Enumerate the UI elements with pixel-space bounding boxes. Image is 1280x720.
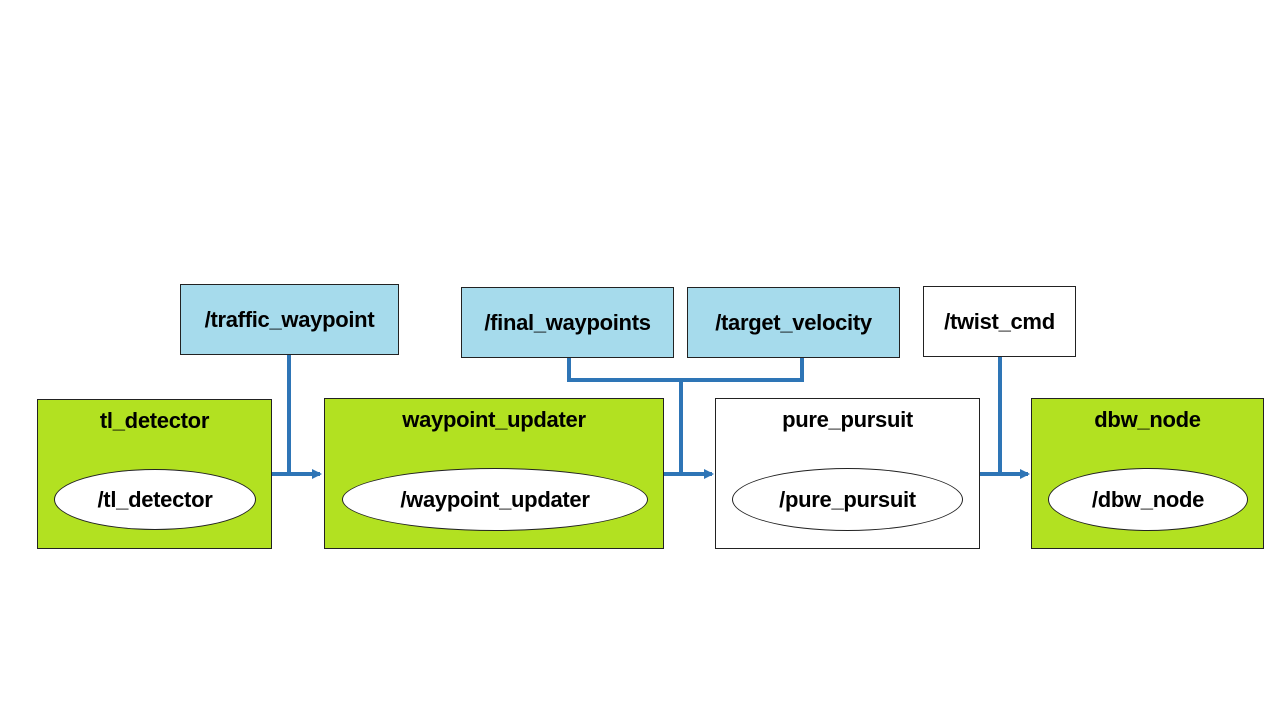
node-dbw-node-title: dbw_node <box>1094 407 1201 432</box>
node-waypoint-updater: waypoint_updater /waypoint_updater <box>324 398 664 549</box>
node-pure-pursuit-inner-label: /pure_pursuit <box>779 486 916 512</box>
topic-traffic-waypoint-label: /traffic_waypoint <box>204 306 375 332</box>
node-pure-pursuit-ellipse: /pure_pursuit <box>732 468 963 531</box>
node-tl-detector-title: tl_detector <box>99 408 210 433</box>
topic-final-waypoints-label: /final_waypoints <box>484 309 651 335</box>
node-waypoint-updater-inner-label: /waypoint_updater <box>400 486 590 512</box>
node-dbw-node-inner-label: /dbw_node <box>1091 486 1205 512</box>
topic-twist-cmd-label: /twist_cmd <box>944 308 1055 334</box>
topic-twist-cmd: /twist_cmd <box>923 286 1076 357</box>
node-dbw-node: dbw_node /dbw_node <box>1031 398 1264 549</box>
topic-target-velocity-label: /target_velocity <box>715 309 872 335</box>
node-waypoint-updater-ellipse: /waypoint_updater <box>342 468 648 531</box>
topic-target-velocity: /target_velocity <box>687 287 900 358</box>
topic-final-waypoints: /final_waypoints <box>461 287 674 358</box>
node-tl-detector-inner-label: /tl_detector <box>97 486 213 512</box>
node-tl-detector-ellipse: /tl_detector <box>54 469 256 530</box>
node-dbw-node-ellipse: /dbw_node <box>1048 468 1248 531</box>
node-tl-detector: tl_detector /tl_detector <box>37 399 272 549</box>
node-waypoint-updater-title: waypoint_updater <box>402 407 586 432</box>
node-pure-pursuit-title: pure_pursuit <box>782 407 913 432</box>
node-pure-pursuit: pure_pursuit /pure_pursuit <box>715 398 980 549</box>
topic-traffic-waypoint: /traffic_waypoint <box>180 284 399 355</box>
final-target-bracket <box>567 358 804 382</box>
